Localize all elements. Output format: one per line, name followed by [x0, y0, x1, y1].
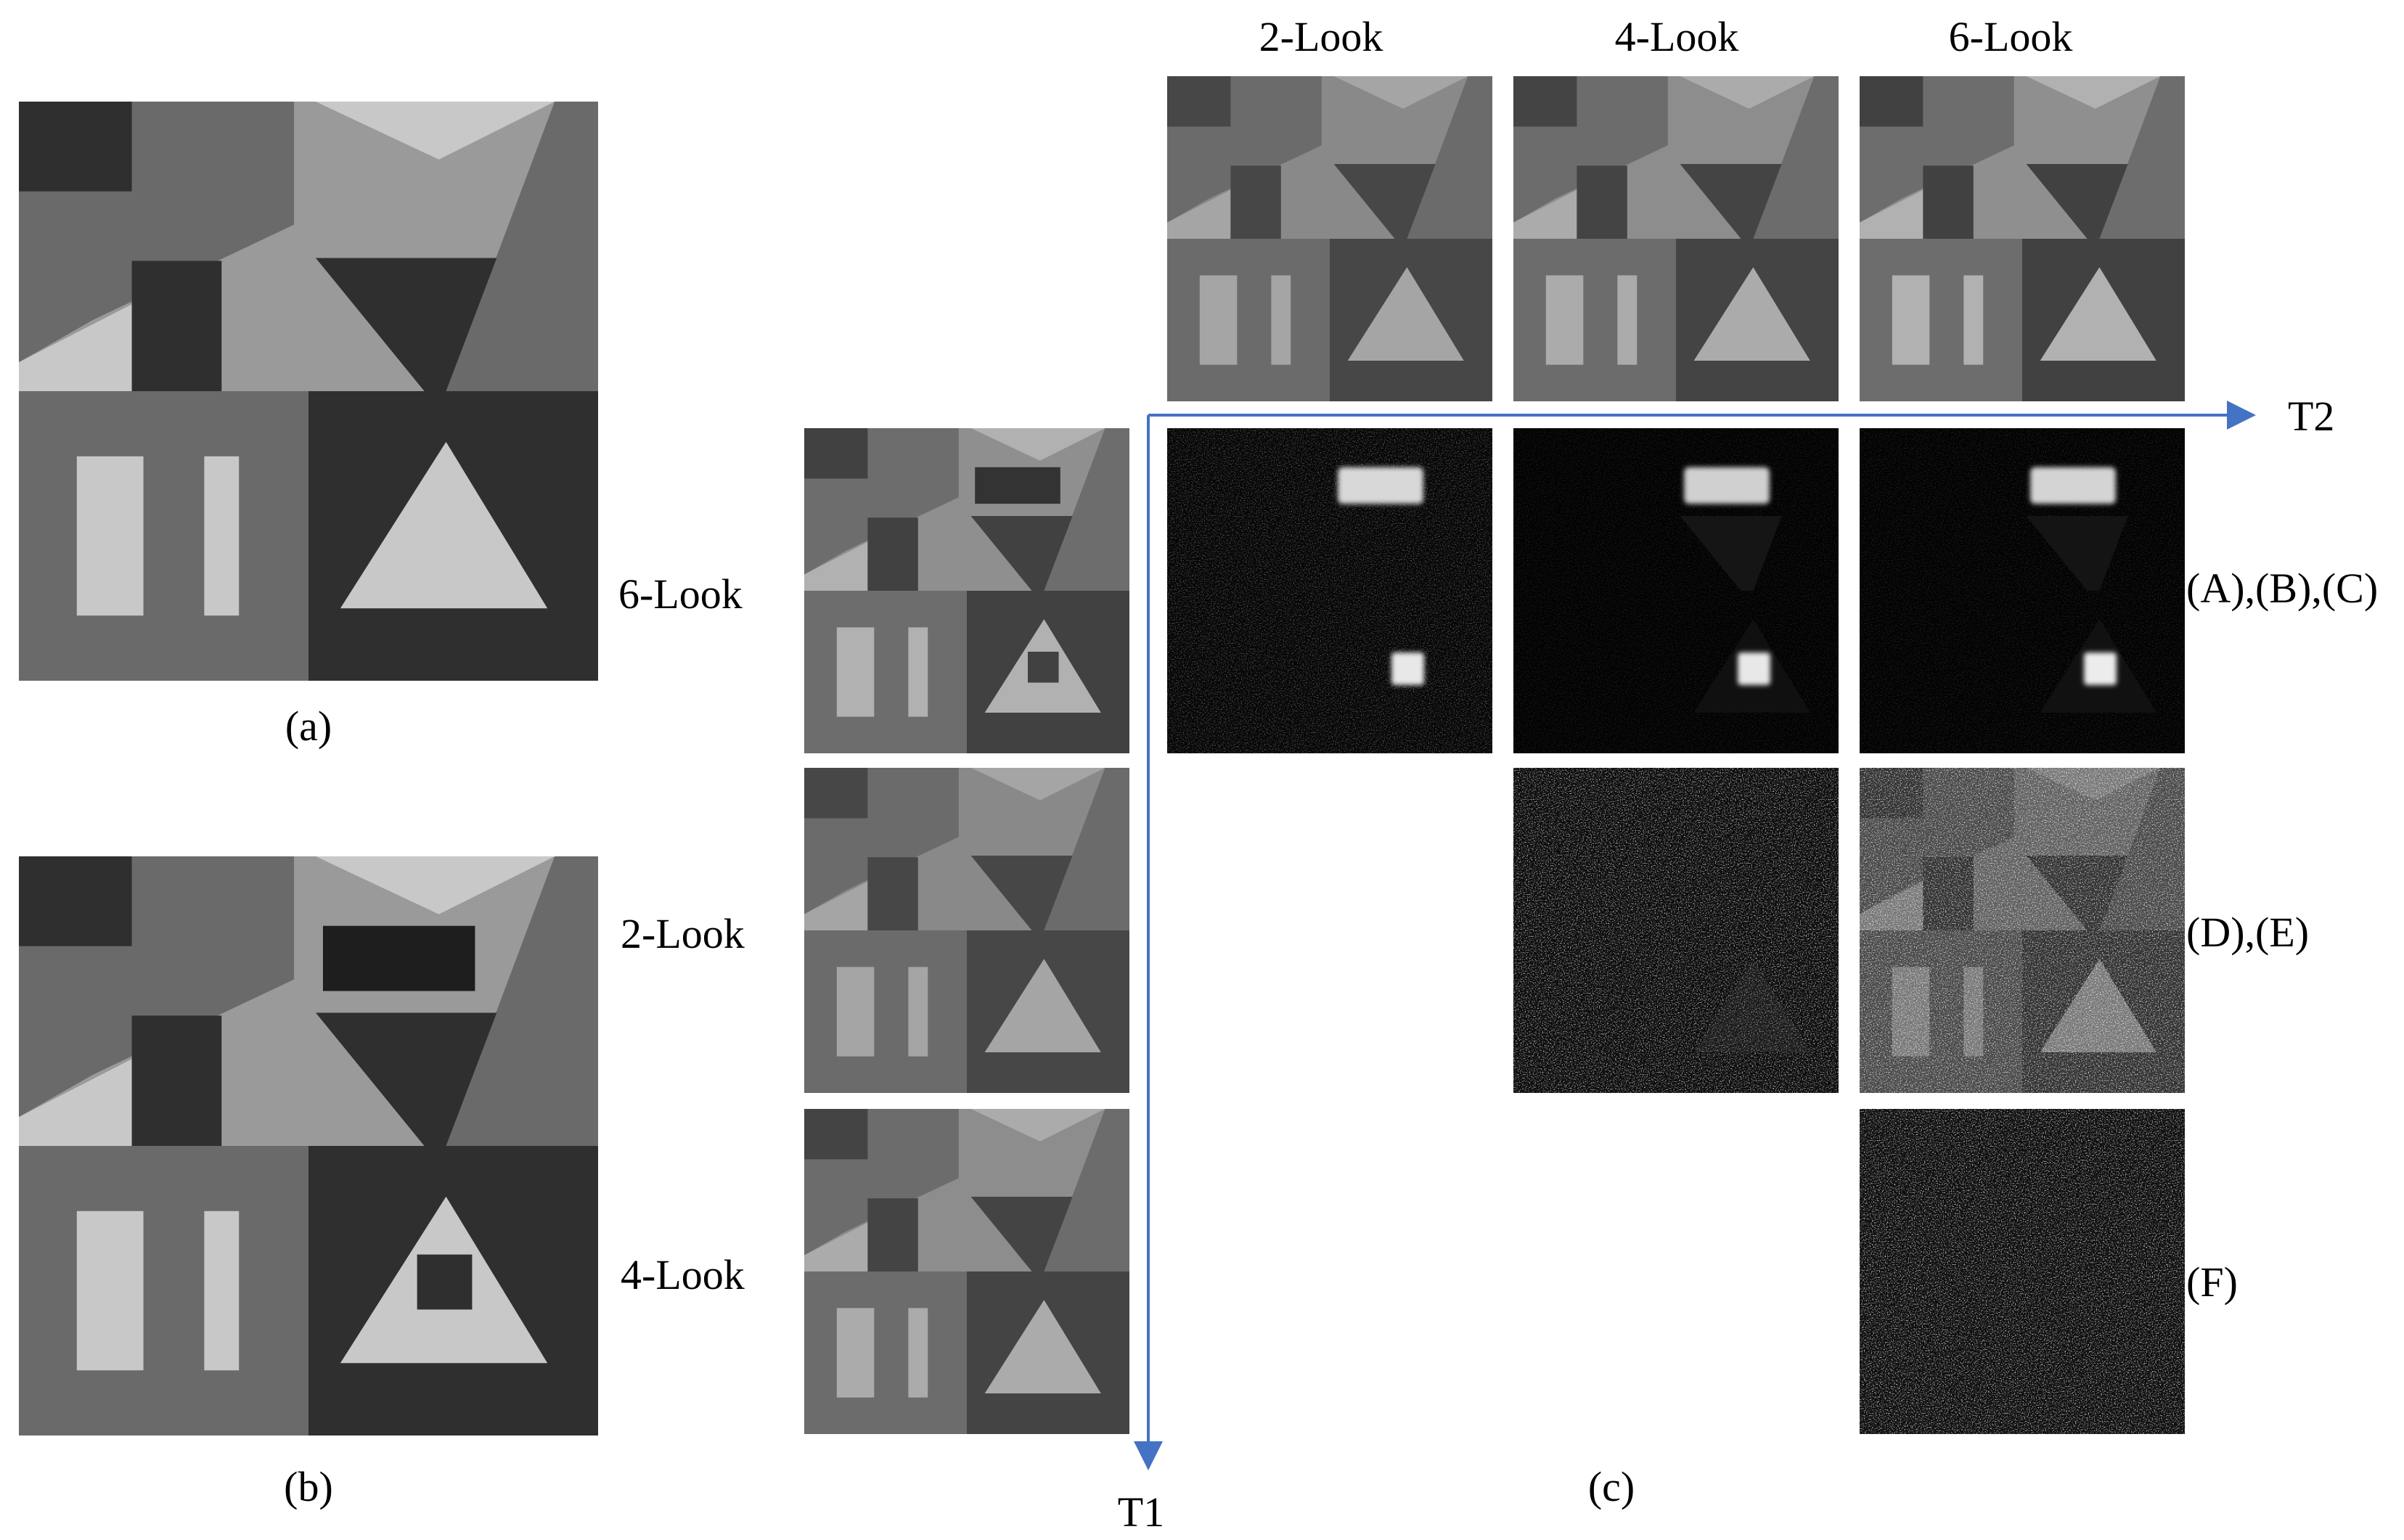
row-label-6-look: 6-Look — [618, 570, 743, 618]
right-label-abc: (A),(B),(C) — [2186, 565, 2379, 612]
t1-image-2-look — [804, 768, 1129, 1093]
t1-image-4-look — [804, 1109, 1129, 1434]
axis-label-t1: T1 — [1117, 1488, 1165, 1536]
row-label-4-look: 4-Look — [621, 1251, 745, 1298]
caption-c: (c) — [1587, 1463, 1635, 1510]
change-map-a — [1167, 428, 1492, 753]
change-map-f — [1860, 1109, 2185, 1434]
row-label-2-look: 2-Look — [621, 910, 745, 957]
column-header-4-look: 4-Look — [1614, 13, 1739, 60]
t1-image-6-look — [804, 428, 1129, 753]
change-map-c — [1860, 428, 2185, 753]
axis-label-t2: T2 — [2288, 393, 2335, 440]
caption-a: (a) — [285, 703, 332, 750]
change-map-b — [1513, 428, 1839, 753]
t2-image-4-look — [1513, 76, 1839, 401]
right-label-de: (D),(E) — [2186, 909, 2310, 956]
right-label-f: (F) — [2186, 1258, 2238, 1306]
caption-b: (b) — [284, 1463, 333, 1510]
t2-image-2-look — [1167, 76, 1492, 401]
column-header-6-look: 6-Look — [1948, 13, 2073, 60]
column-header-2-look: 2-Look — [1259, 13, 1383, 60]
t2-image-6-look — [1860, 76, 2185, 401]
change-map-d — [1513, 768, 1839, 1093]
change-map-e — [1860, 768, 2185, 1093]
